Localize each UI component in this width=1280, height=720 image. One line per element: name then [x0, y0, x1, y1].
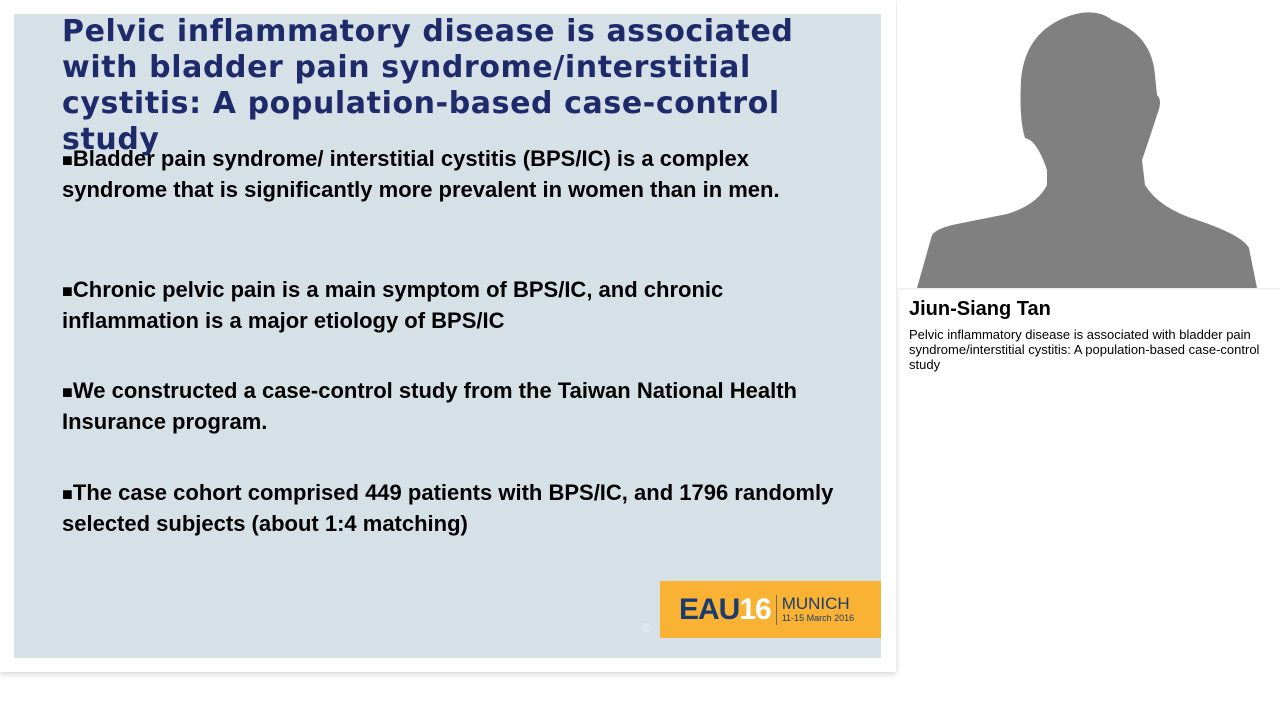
eau16-logo: EAU16 MUNICH 11-15 March 2016 [660, 581, 881, 638]
bullet-square-icon: ■ [62, 484, 73, 504]
person-silhouette-icon [917, 12, 1257, 289]
speaker-photo [897, 0, 1280, 289]
slide-viewer: Pelvic inflammatory disease is associate… [14, 14, 881, 658]
logo-city: MUNICH 11-15 March 2016 [781, 594, 855, 624]
speaker-name: Jiun-Siang Tan [909, 298, 1051, 320]
bullet-square-icon: ■ [62, 281, 73, 301]
logo-divider [775, 594, 777, 625]
bullet-item: ■Chronic pelvic pain is a main symptom o… [62, 277, 724, 333]
copyright-symbol: © [642, 621, 651, 635]
bullet-item: ■Bladder pain syndrome/ interstitial cys… [62, 146, 780, 202]
bullet-item: ■The case cohort comprised 449 patients … [62, 480, 834, 536]
logo-brand: EAU16 [679, 592, 772, 626]
slide-title: Pelvic inflammatory disease is associate… [62, 14, 794, 157]
slide: Pelvic inflammatory disease is associate… [14, 14, 881, 658]
talk-title: Pelvic inflammatory disease is associate… [909, 327, 1260, 372]
bullet-square-icon: ■ [62, 150, 73, 170]
bullet-item: ■We constructed a case-control study fro… [62, 378, 797, 434]
divider [897, 288, 1280, 291]
bullet-square-icon: ■ [62, 382, 73, 402]
